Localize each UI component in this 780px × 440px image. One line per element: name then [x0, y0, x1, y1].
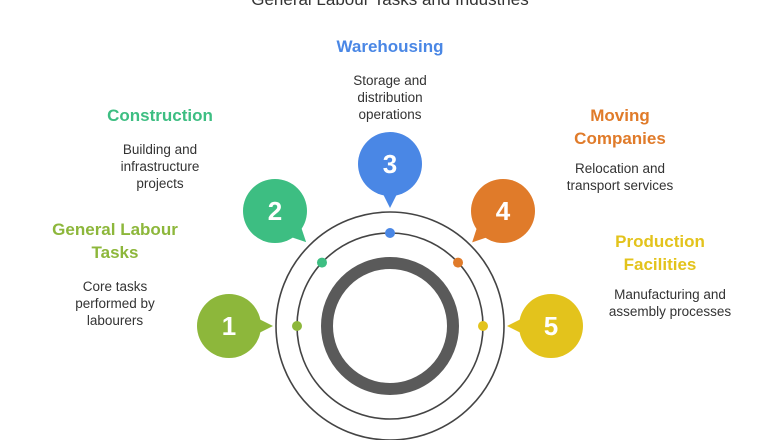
step-1-label-line-2: Tasks — [91, 243, 139, 262]
step-5-dot — [478, 321, 488, 331]
step-5-label-line-2: Facilities — [623, 255, 697, 274]
step-3-description: Storage and distribution operations — [315, 72, 465, 123]
step-1-label: General Labour Tasks — [30, 218, 200, 264]
step-3-number: 3 — [383, 149, 397, 179]
step-1-label-line-1: General Labour — [52, 220, 178, 239]
step-2-label: Construction — [80, 104, 240, 127]
step-4-label-line-2: Companies — [574, 129, 666, 148]
step-2-dot — [316, 257, 327, 268]
step-1-description: Core tasks performed by labourers — [40, 278, 190, 329]
step-1-desc-line-3: labourers — [86, 313, 144, 328]
step-3-dot — [385, 228, 395, 238]
step-1-desc-line-1: Core tasks — [82, 279, 148, 294]
step-4-badge-circle — [471, 179, 535, 243]
step-3-desc-line-3: operations — [358, 107, 422, 122]
step-2-desc-line-3: projects — [136, 176, 184, 191]
step-4-dot — [453, 257, 464, 268]
step-5-badge: 5 — [507, 294, 583, 358]
step-dots — [292, 228, 488, 331]
core-ring — [321, 257, 459, 395]
step-5-desc-line-1: Manufacturing and — [614, 287, 726, 302]
step-5-description: Manufacturing and assembly processes — [585, 286, 755, 320]
step-2-number: 2 — [268, 196, 282, 226]
step-1-badge-circle — [197, 294, 261, 358]
step-4-badge: 4 — [471, 179, 535, 243]
step-3-label-line-1: Warehousing — [336, 37, 444, 56]
step-3-desc-line-1: Storage and — [353, 73, 427, 88]
step-1-number: 1 — [222, 311, 236, 341]
step-2-badge-circle — [243, 179, 307, 243]
step-1-badge: 1 — [197, 294, 273, 358]
step-1-dot — [292, 321, 302, 331]
step-5-desc-line-2: assembly processes — [608, 304, 732, 319]
step-4-desc-line-2: transport services — [566, 178, 674, 193]
step-4-desc-line-1: Relocation and — [574, 161, 666, 176]
outer-ring — [275, 211, 505, 440]
step-5-label-line-1: Production — [615, 232, 705, 251]
step-3-desc-line-2: distribution — [357, 90, 423, 105]
step-4-number: 4 — [496, 196, 511, 226]
step-5-badge-circle — [519, 294, 583, 358]
step-4-description: Relocation and transport services — [540, 160, 700, 194]
step-5-number: 5 — [544, 311, 558, 341]
step-2-desc-line-2: infrastructure — [120, 159, 200, 174]
step-1-desc-line-2: performed by — [75, 296, 155, 311]
step-2-description: Building and infrastructure projects — [85, 141, 235, 192]
step-2-desc-line-1: Building and — [122, 142, 198, 157]
diagram-title: General Labour Tasks and Industries — [0, 0, 780, 10]
step-4-label: Moving Companies — [540, 104, 700, 150]
step-2-badge: 2 — [243, 179, 307, 243]
step-4-label-line-1: Moving — [590, 106, 650, 125]
step-5-label: Production Facilities — [580, 230, 740, 276]
step-2-label-line-1: Construction — [107, 106, 213, 125]
step-3-badge-circle — [358, 132, 422, 196]
step-badges: 1 2 3 4 5 — [197, 132, 583, 358]
step-3-badge: 3 — [358, 132, 422, 208]
step-3-label: Warehousing — [310, 35, 470, 58]
